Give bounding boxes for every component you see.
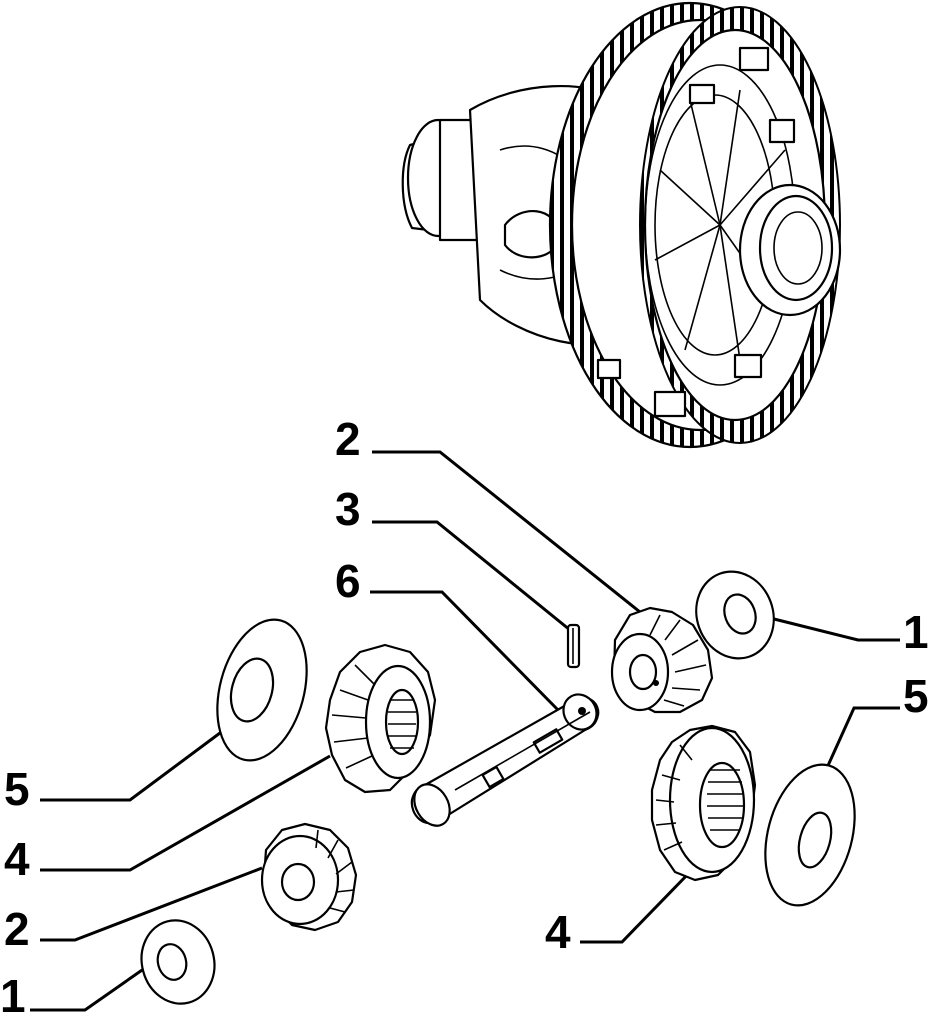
callout-4-left: 4 [4,833,30,885]
callout-1-left: 1 [0,970,26,1016]
callout-6: 6 [335,555,361,607]
side-gear-icon [650,724,757,882]
callout-5-right: 5 [903,670,929,722]
callout-4-right: 4 [545,906,571,958]
planet-gear-icon [260,822,358,932]
shim-washer-icon [764,763,856,907]
callout-5-left: 5 [4,763,30,815]
callout-2-top: 2 [335,413,361,465]
pin-icon [566,623,581,669]
leader-lines [30,450,900,1012]
callout-3: 3 [335,483,361,535]
thrust-washer-icon [140,919,216,1005]
callout-2-left: 2 [4,903,30,955]
planet-gear-icon [610,606,714,714]
callout-1-right: 1 [903,606,929,658]
side-gear-icon [324,643,437,794]
shaft-icon [410,693,600,827]
shim-washer-icon [216,618,308,762]
callout-labels: 2 3 6 1 5 5 4 2 1 4 [0,413,929,1016]
differential-housing-icon [401,1,842,449]
thrust-washer-icon [695,570,775,660]
